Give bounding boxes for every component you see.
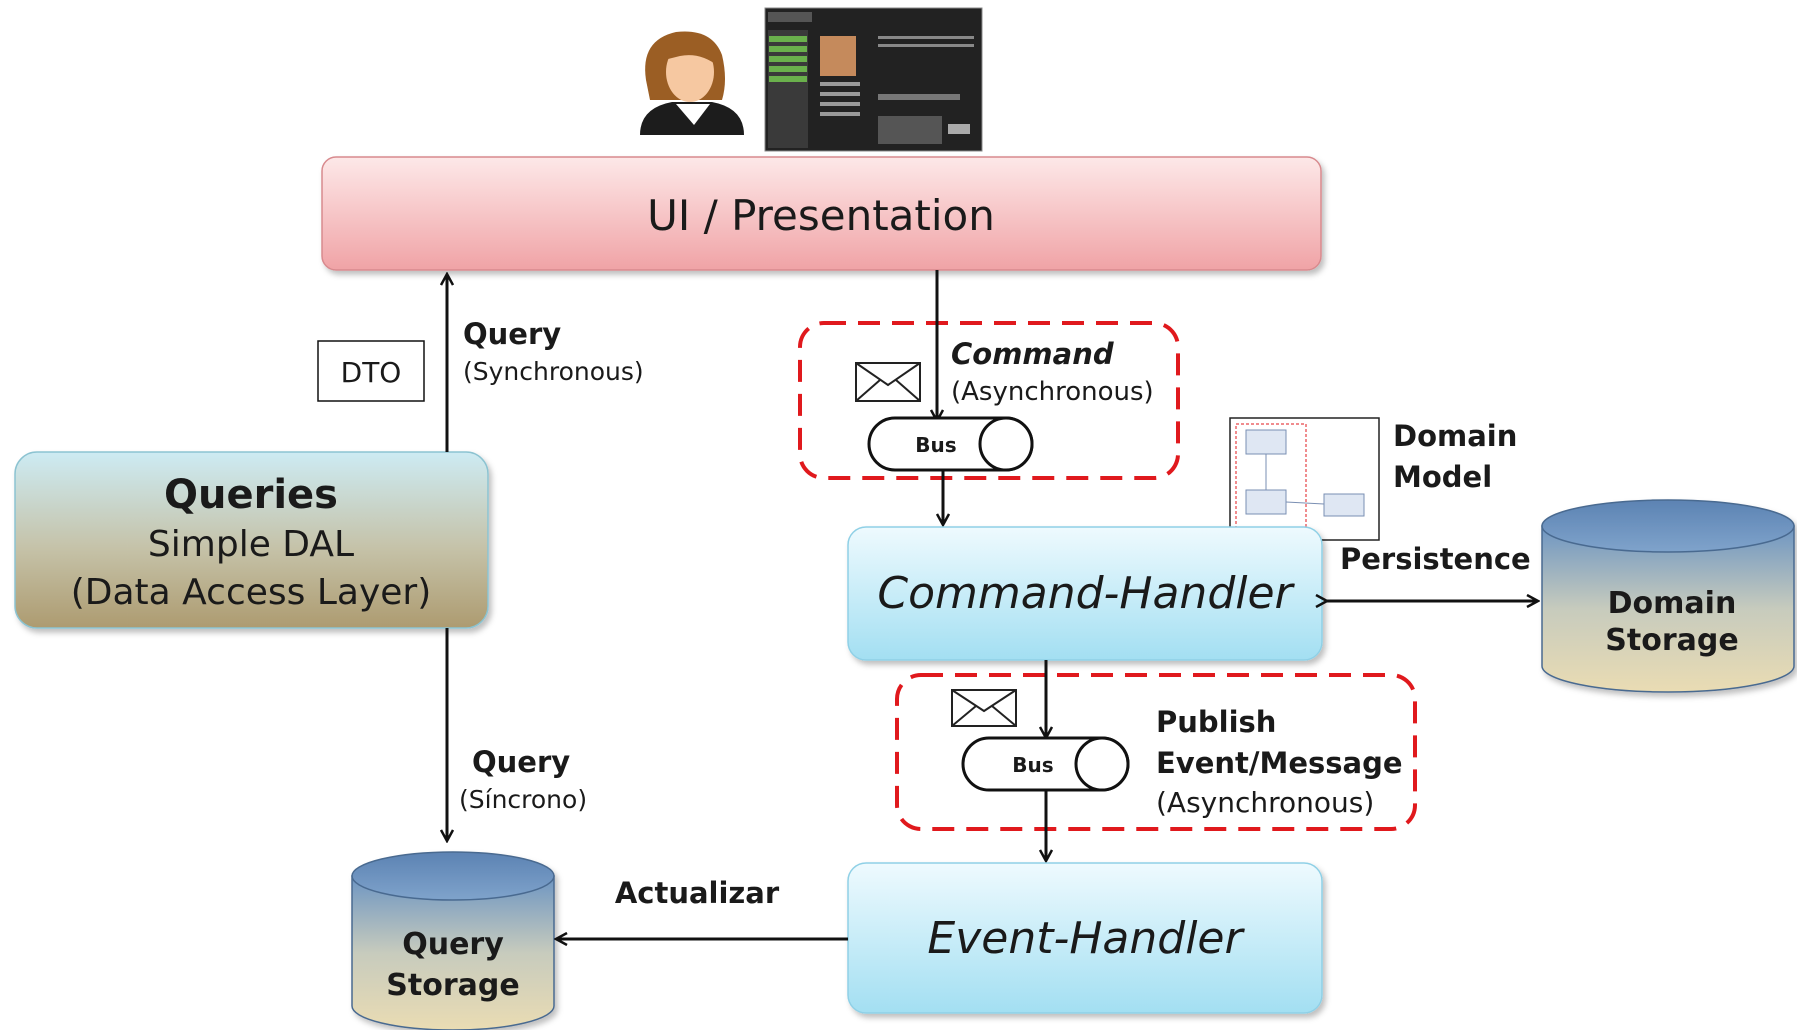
command-handler-box: Command-Handler [847,526,1323,661]
command-sub: (Asynchronous) [951,377,1154,407]
event-handler-box: Event-Handler [847,862,1323,1014]
event-bus: Bus [961,736,1130,792]
command-handler-label: Command-Handler [877,568,1295,619]
queries-line2: (Data Access Layer) [71,572,432,613]
domain-model-thumbnail [1229,417,1380,541]
dto-label: DTO [341,356,402,389]
query-sync-sub: (Synchronous) [463,357,644,386]
event-bus-label: Bus [1012,753,1053,777]
command-envelope-icon [855,362,921,402]
persistence-label: Persistence [1340,542,1531,576]
command-title: Command [951,337,1114,371]
publish-line3: (Asynchronous) [1156,786,1374,819]
queries-box: Queries Simple DAL (Data Access Layer) [14,451,489,629]
actualizar-label: Actualizar [615,876,780,910]
dto-box: DTO [317,340,425,402]
query-sync-title: Query [463,317,561,351]
queries-title: Queries [164,472,338,518]
query-sincrono-sub: (Síncrono) [459,785,587,814]
query-storage-cylinder [351,851,555,1030]
domain-storage-cylinder [1541,499,1795,693]
event-envelope-icon [951,689,1017,727]
query-storage-line1: Query [402,927,504,962]
ui-presentation-label: UI / Presentation [647,191,995,240]
domain-storage-line2: Storage [1605,623,1738,658]
ui-presentation-layer: UI / Presentation [321,156,1322,271]
domain-model-line2: Model [1393,460,1492,494]
command-bus: Bus [867,416,1034,472]
publish-line1: Publish [1156,705,1276,739]
domain-model-line1: Domain [1393,419,1517,453]
publish-line2: Event/Message [1156,746,1403,780]
application-screenshot-icon [764,7,983,152]
command-async-region [798,321,1180,480]
event-async-region [895,673,1417,831]
domain-storage-line1: Domain [1608,586,1737,621]
user-avatar-icon [640,31,744,135]
query-storage-line2: Storage [386,968,519,1003]
event-handler-label: Event-Handler [927,913,1245,964]
query-sincrono-title: Query [472,745,570,779]
queries-line1: Simple DAL [148,524,354,565]
command-bus-label: Bus [915,433,956,457]
